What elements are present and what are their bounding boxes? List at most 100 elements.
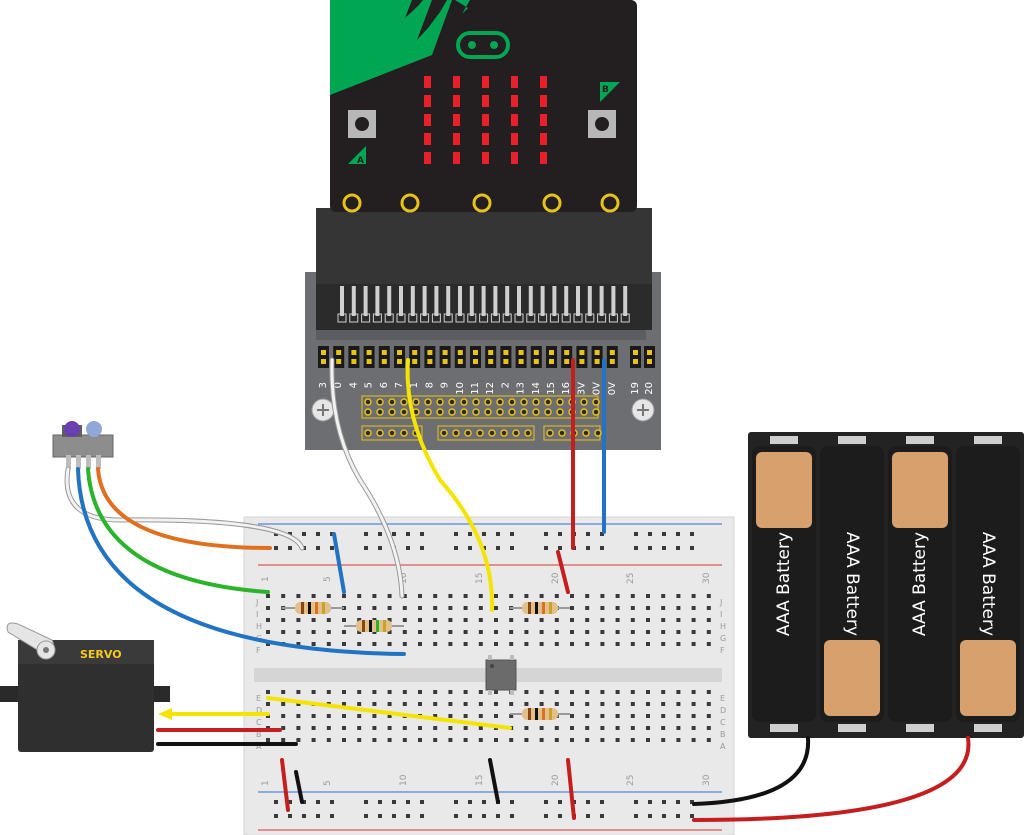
breadboard-hole [524,690,529,694]
breadboard-hole [706,690,711,694]
wire-blue-ir [76,467,406,656]
row-letter-b: B [256,730,262,739]
breadboard-hole [342,690,346,694]
pin-label: 2 [500,382,511,388]
breadboard-hole [387,738,392,742]
breadboard-hole [661,738,666,742]
connector-finger-pad [549,313,559,323]
column-number-1-bottom: 1 [261,780,271,786]
column-number-10-bottom: 10 [399,774,409,786]
breadboard-hole [524,726,529,730]
rail-hole [586,532,590,536]
breadboard-hole [463,738,468,742]
led [424,114,431,126]
header-pin-contact [397,350,402,355]
connector-finger [410,286,415,316]
breadboard-hole [539,690,544,694]
rail-hole [510,800,514,804]
breadboard-hole [448,606,453,610]
breadboard-hole [402,594,407,598]
breadboard-hole [570,594,574,598]
rail-hole [468,546,472,550]
breadboard-hole [630,726,635,730]
proto-hole [532,398,540,406]
connector-finger [552,286,557,316]
row-letter-d: D [256,706,262,715]
microbit-corner-accent [330,0,452,95]
breadboard-hole [372,738,377,742]
microbit-board: A B [330,0,637,213]
rail-hole [454,800,458,804]
proto-hole [500,429,508,437]
breadboard-hole [357,726,362,730]
row-letter-h-right: H [720,622,726,631]
breadboard-hole [630,594,635,598]
proto-hole [544,398,552,406]
connector-finger-pad [408,313,418,323]
rail-hole [600,800,604,804]
breadboard-hole [478,714,483,718]
button-b-marker-icon [600,82,620,102]
proto-hole [388,398,396,406]
battery-label: AAA Battery [978,532,998,636]
button-b[interactable] [588,110,616,138]
row-letter-c-right: C [720,718,726,727]
breadboard-hole [433,690,438,694]
proto-hole [592,408,600,416]
rail-hole [364,814,368,818]
breadboard-hole [372,642,377,646]
breadboard-hole [524,702,529,706]
led [540,152,547,164]
breadboard-hole [402,630,407,634]
rail-hole [544,532,548,536]
breadboard-hole [661,618,666,622]
breadboard-hole [448,726,453,730]
header-pin-contact [564,350,570,355]
breadboard-hole [691,594,696,598]
connector-finger [434,286,439,316]
breadboard-hole [478,690,483,694]
proto-hole [508,398,516,406]
header-pin-contact [366,359,372,364]
proto-hole [364,429,372,437]
rail-hole [454,814,458,818]
column-number-25-bottom: 25 [626,775,636,786]
breadboard-hole [706,702,711,706]
breadboard-hole [463,642,468,646]
breadboard-hole [387,726,392,730]
breadboard-hole [691,714,696,718]
header-pin-contact [336,359,342,364]
breadboard-hole [357,738,362,742]
optocoupler-chip [485,655,517,695]
column-number-20-bottom: 20 [551,774,561,786]
breadboard-hole [615,630,620,634]
header-pin [515,346,527,368]
rail-hole [482,800,486,804]
breadboard-hole [418,690,422,694]
connector-finger-pad [467,313,477,323]
header-pin [546,346,557,368]
proto-hole [582,429,590,437]
breadboard-hole [326,714,331,718]
breadboard-hole [281,690,286,694]
breadboard-hole [676,690,681,694]
header-pin [485,346,497,368]
breadboard-hole [387,702,392,706]
column-number-20: 20 [551,572,561,584]
proto-hole [472,398,480,406]
rail-hole [274,532,278,536]
proto-hole [460,398,468,406]
breadboard-hole [402,642,407,646]
pin-label: 14 [531,382,542,395]
connector-finger-pad [431,313,441,323]
row-letter-e: E [256,694,261,703]
breadboard-hole [433,726,438,730]
wire-red-jumper-top [556,550,570,594]
breadboard-hole [630,618,635,622]
rail-hole [468,814,472,818]
breadboard-hole [691,630,696,634]
header-pin-contact [647,350,652,355]
breadboard-hole [296,594,301,598]
button-a[interactable] [348,110,376,138]
breadboard-hole [494,738,498,742]
